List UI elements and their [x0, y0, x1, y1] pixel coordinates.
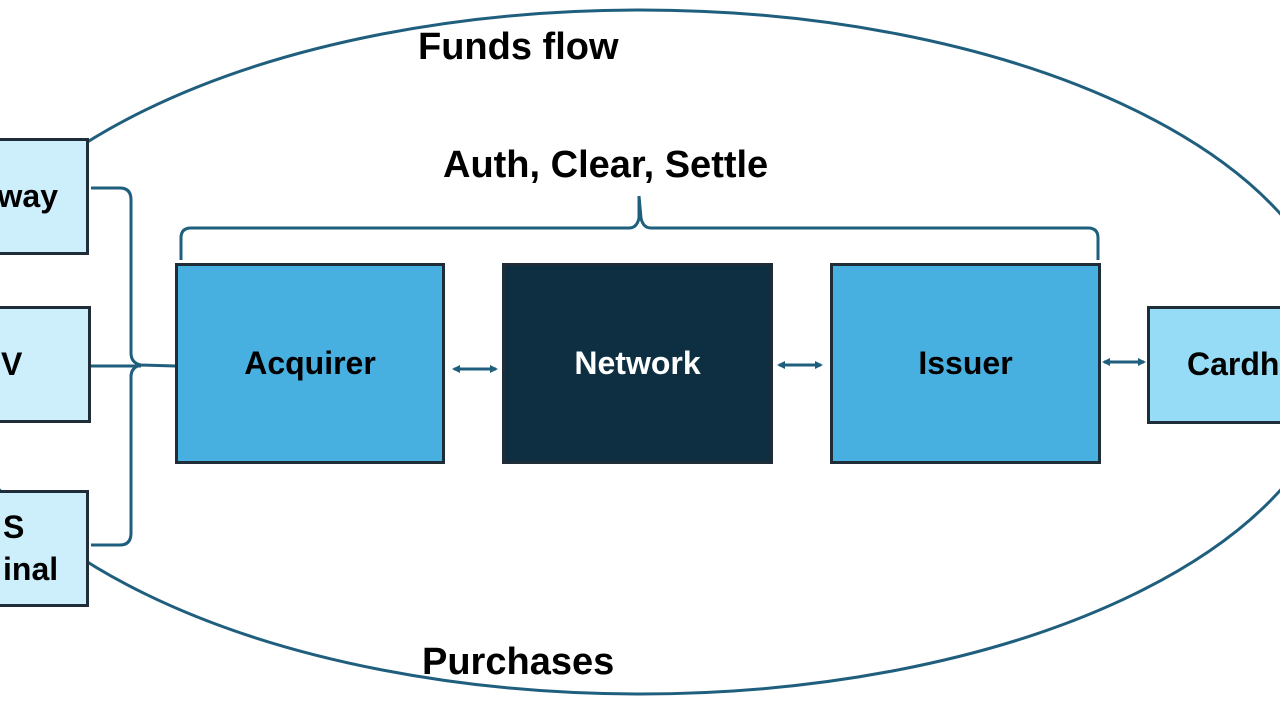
pos-terminal-node-label-2: inal [3, 550, 59, 587]
funds-flow-loop [0, 8, 1280, 696]
issuer-node: Issuer [830, 263, 1101, 464]
cardholder-node-label: Cardh [1187, 346, 1280, 383]
cardholder-node: Cardh [1147, 306, 1280, 424]
gateway-node: way [0, 138, 89, 255]
gateway-node-label: way [0, 177, 58, 214]
network-node-label: Network [574, 344, 701, 381]
network-node: Network [502, 263, 773, 464]
acquirer-node-label: Acquirer [244, 344, 376, 381]
auth-clear-settle-title: Auth, Clear, Settle [443, 144, 769, 186]
inputs-bracket [91, 186, 176, 547]
middle-input-node: V [0, 306, 91, 423]
funds-flow-title: Funds flow [418, 26, 619, 68]
purchases-title: Purchases [422, 641, 615, 683]
issuer-node-label: Issuer [918, 344, 1013, 381]
pos-terminal-node: S inal [0, 490, 89, 607]
pos-terminal-node-label-1: S [3, 508, 25, 545]
acquirer-node: Acquirer [175, 263, 445, 464]
middle-input-node-label: V [1, 345, 23, 382]
auth-clear-settle-brace [179, 195, 1100, 260]
